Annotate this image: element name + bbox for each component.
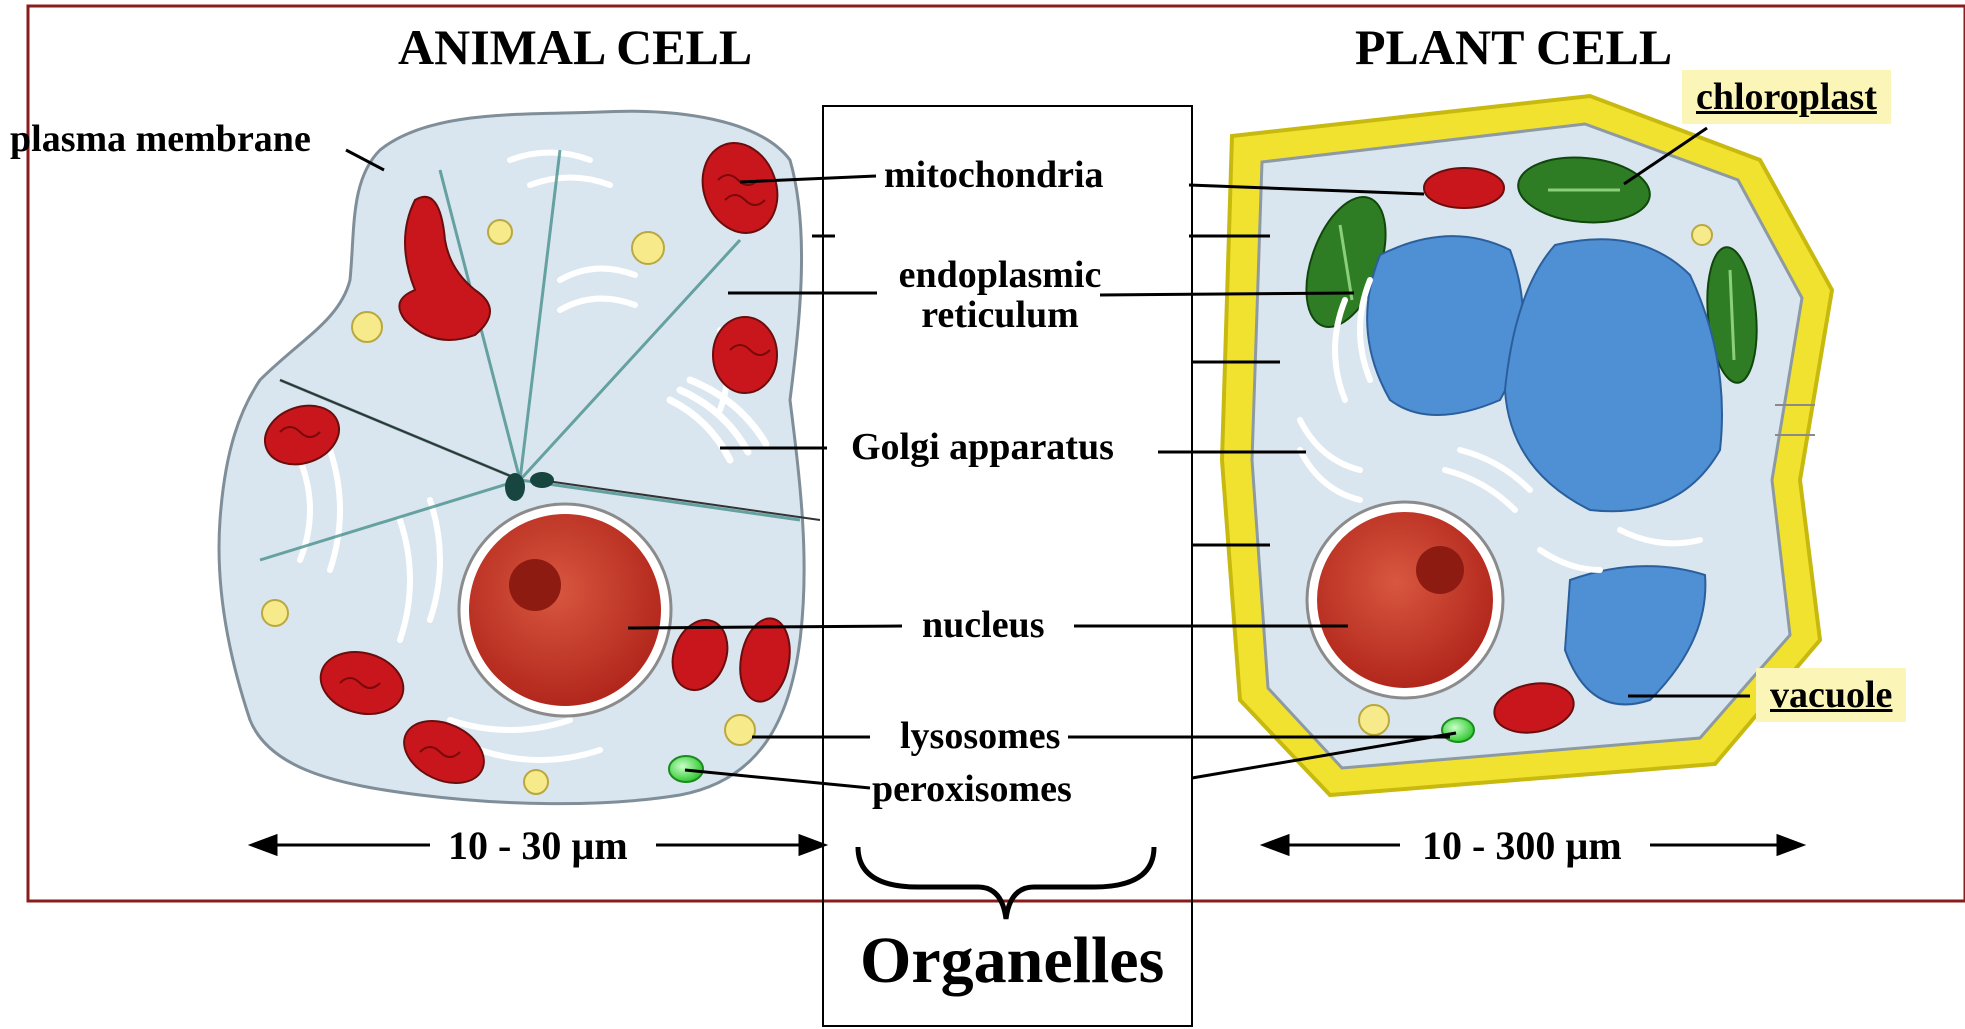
organelles-brace: [858, 847, 1154, 919]
golgi-apparatus-label: Golgi apparatus: [851, 428, 1114, 466]
plant-nucleus: [1317, 512, 1493, 688]
animal-nucleolus: [509, 559, 561, 611]
endoplasmic-reticulum-label-line1: endoplasmic: [883, 256, 1117, 294]
nucleus-label: nucleus: [922, 606, 1044, 644]
animal-nucleus: [469, 514, 661, 706]
mitochondria-label: mitochondria: [884, 156, 1104, 194]
vacuole-label: vacuole: [1756, 668, 1906, 722]
plasma-membrane-label: plasma membrane: [10, 120, 311, 158]
endoplasmic-reticulum-label-line2: reticulum: [883, 296, 1117, 334]
animal-cell: [219, 111, 820, 803]
plant-cell: [1222, 96, 1832, 795]
chloroplast-label: chloroplast: [1682, 70, 1891, 124]
peroxisomes-label: peroxisomes: [872, 770, 1072, 808]
lysosomes-label: lysosomes: [900, 717, 1060, 755]
plant-cell-title: PLANT CELL: [1355, 22, 1672, 72]
animal-centriole: [505, 473, 525, 501]
plant-nucleolus: [1416, 546, 1464, 594]
plant-scale-label: 10 - 300 µm: [1422, 826, 1622, 866]
organelles-footer: Organelles: [860, 928, 1164, 994]
animal-cell-title: ANIMAL CELL: [398, 22, 752, 72]
organelles-box: [823, 106, 1192, 1026]
animal-centriole-2: [530, 472, 554, 488]
animal-scale-label: 10 - 30 µm: [448, 826, 628, 866]
